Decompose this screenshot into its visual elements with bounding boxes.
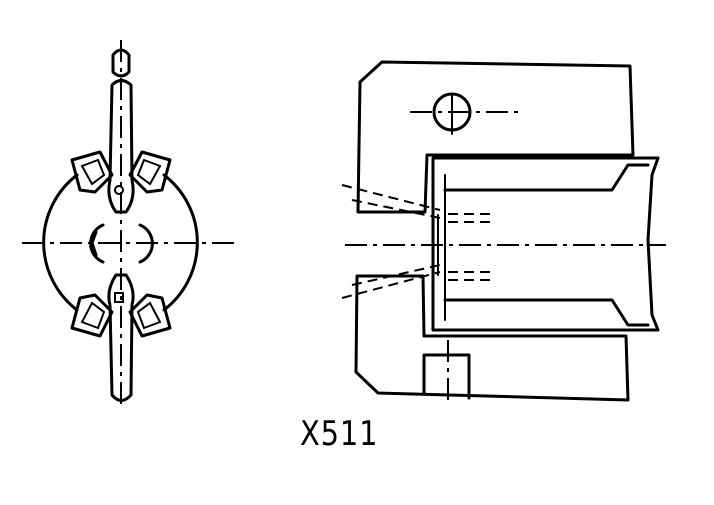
- lower-dash-pair: [448, 271, 495, 281]
- upper-clamp-inner-left: [80, 158, 106, 186]
- upper-clamp-inner-right: [136, 158, 162, 186]
- spindle-body: [431, 156, 660, 332]
- drawing-caption: X511: [300, 414, 379, 454]
- hub-right: [138, 223, 154, 264]
- lower-slot: [422, 353, 471, 400]
- front-view: [22, 40, 238, 410]
- lower-clamp-inner-right: [136, 301, 162, 330]
- spindle-upper-step: [443, 163, 650, 192]
- upper-clamp-left: [70, 150, 114, 194]
- upper-dashed-insert-a: [341, 184, 441, 211]
- upper-lever-pin: [114, 185, 124, 195]
- upper-dash-pair: [448, 213, 495, 223]
- lower-clamp-inner-left: [80, 301, 106, 330]
- lower-lever-pin: [114, 292, 124, 303]
- lower-dashed-insert-a: [341, 271, 441, 299]
- hub-notch: [90, 230, 98, 257]
- upper-jaw: [356, 60, 635, 214]
- disc-right-arc: [162, 173, 199, 312]
- lower-clamp-right: [128, 293, 172, 338]
- upper-lever: [107, 79, 135, 214]
- upper-handle-tip: [111, 48, 131, 78]
- lower-lever: [107, 273, 135, 402]
- lower-clamp-left: [70, 293, 114, 338]
- upper-clamp-right: [128, 150, 172, 194]
- side-view: [341, 60, 666, 405]
- disc-left-arc: [42, 173, 79, 312]
- lower-jaw: [354, 274, 630, 402]
- spindle-lower-step: [443, 298, 650, 327]
